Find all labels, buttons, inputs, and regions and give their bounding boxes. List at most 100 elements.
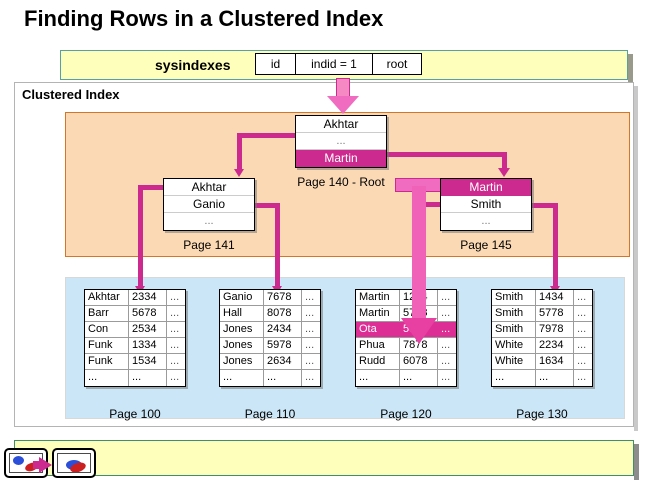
cell-key: Akhtar [85, 290, 129, 305]
table-row: ......... [356, 370, 456, 386]
cell-more: ... [305, 323, 315, 335]
page141-to-page110-vertical [275, 203, 280, 290]
blue-shape-icon [13, 456, 24, 465]
cell-more: ... [577, 291, 587, 303]
index-node-page140-root[interactable]: Akhtar ... Martin [295, 115, 387, 168]
node-row-key: Akhtar [296, 116, 386, 133]
cell-key: Phua [356, 338, 400, 353]
table-row: ......... [220, 370, 320, 386]
slide-transition-arrow-icon [39, 457, 52, 473]
cell-more: ... [170, 307, 180, 319]
cell-value: ... [400, 370, 438, 386]
root-to-page145-vertical [502, 152, 507, 170]
cell-key: ... [85, 370, 129, 386]
node-row-key-highlighted: Martin [441, 179, 531, 196]
bottom-banner [14, 440, 634, 476]
cell-more: ... [170, 291, 180, 303]
cell-key: Funk [85, 338, 129, 353]
cell-key: ... [356, 370, 400, 386]
cell-key: ... [492, 370, 536, 386]
cell-key: White [492, 354, 536, 369]
page-caption-145: Page 145 [460, 238, 512, 252]
sysindexes-cell-id: id [256, 54, 296, 74]
page141-to-page100-horizontal [138, 185, 166, 190]
cell-more: ... [170, 355, 180, 367]
cell-key: Jones [220, 354, 264, 369]
page145-to-ota-arrow-head [401, 318, 437, 344]
sysindexes-table: id indid = 1 root [255, 53, 422, 75]
sysindexes-to-root-arrow-head [327, 96, 359, 114]
node-row-key: ... [164, 213, 254, 230]
cell-value: 7978 [536, 322, 574, 337]
page141-to-page110-horizontal [254, 203, 280, 208]
cell-more: ... [577, 339, 587, 351]
index-node-page141[interactable]: Akhtar Ganio ... [163, 178, 255, 231]
cell-value: 5778 [536, 306, 574, 321]
cell-key: Smith [492, 290, 536, 305]
page145-inbound-stub-bottom [412, 202, 444, 207]
slide-preview-icon [57, 453, 91, 473]
cell-more: ... [441, 323, 451, 335]
slide-transition-arrow-stem [33, 461, 41, 469]
node-row-key: ... [296, 133, 386, 150]
next-slide-thumbnail[interactable] [52, 448, 96, 478]
page145-to-page130-vertical [553, 203, 558, 290]
node-row-key: ... [441, 213, 531, 230]
root-to-page145-arrowhead [498, 168, 510, 177]
cell-key: Martin [356, 306, 400, 321]
node-row-key: Ganio [164, 196, 254, 213]
node-row-key: Akhtar [164, 179, 254, 196]
cell-more: ... [170, 339, 180, 351]
cell-value: 2434 [264, 322, 302, 337]
cell-key: Ota [356, 322, 400, 337]
sysindexes-to-root-arrow-stem [336, 78, 350, 98]
cell-value: 1434 [536, 290, 574, 305]
cell-key: Jones [220, 338, 264, 353]
root-to-page141-arrowhead [234, 169, 244, 177]
cell-value: 2634 [264, 354, 302, 369]
cell-key: Rudd [356, 354, 400, 369]
page-caption-140: Page 140 - Root [297, 175, 385, 189]
cell-key: Funk [85, 354, 129, 369]
cell-more: ... [305, 355, 315, 367]
cell-more: ... [305, 307, 315, 319]
sysindexes-label: sysindexes [155, 57, 231, 73]
cell-value: 8078 [264, 306, 302, 321]
page-caption-141: Page 141 [183, 238, 235, 252]
cell-value: 2234 [536, 338, 574, 353]
page-caption-120: Page 120 [380, 407, 432, 421]
cell-key: Hall [220, 306, 264, 321]
cell-value: 1334 [129, 338, 167, 353]
cell-key: White [492, 338, 536, 353]
cell-more: ... [577, 323, 587, 335]
sysindexes-band-shadow [628, 54, 633, 84]
cell-key: Smith [492, 322, 536, 337]
cell-value: ... [264, 370, 302, 386]
table-row: ......... [85, 370, 185, 386]
root-to-page141-vertical [237, 133, 242, 171]
root-to-page145-horizontal [385, 152, 507, 157]
cell-more: ... [441, 355, 451, 367]
bottom-band-shadow [634, 444, 639, 480]
cell-more: ... [577, 371, 587, 383]
cell-value: 7678 [264, 290, 302, 305]
node-row-key-highlighted: Martin [296, 150, 386, 167]
cell-value: 2334 [129, 290, 167, 305]
cell-value: 6078 [400, 354, 438, 369]
cell-more: ... [577, 355, 587, 367]
index-node-page145[interactable]: Martin Smith ... [440, 178, 532, 231]
cell-key: Barr [85, 306, 129, 321]
cell-more: ... [577, 307, 587, 319]
node-row-key: Smith [441, 196, 531, 213]
page-title: Finding Rows in a Clustered Index [24, 6, 384, 31]
